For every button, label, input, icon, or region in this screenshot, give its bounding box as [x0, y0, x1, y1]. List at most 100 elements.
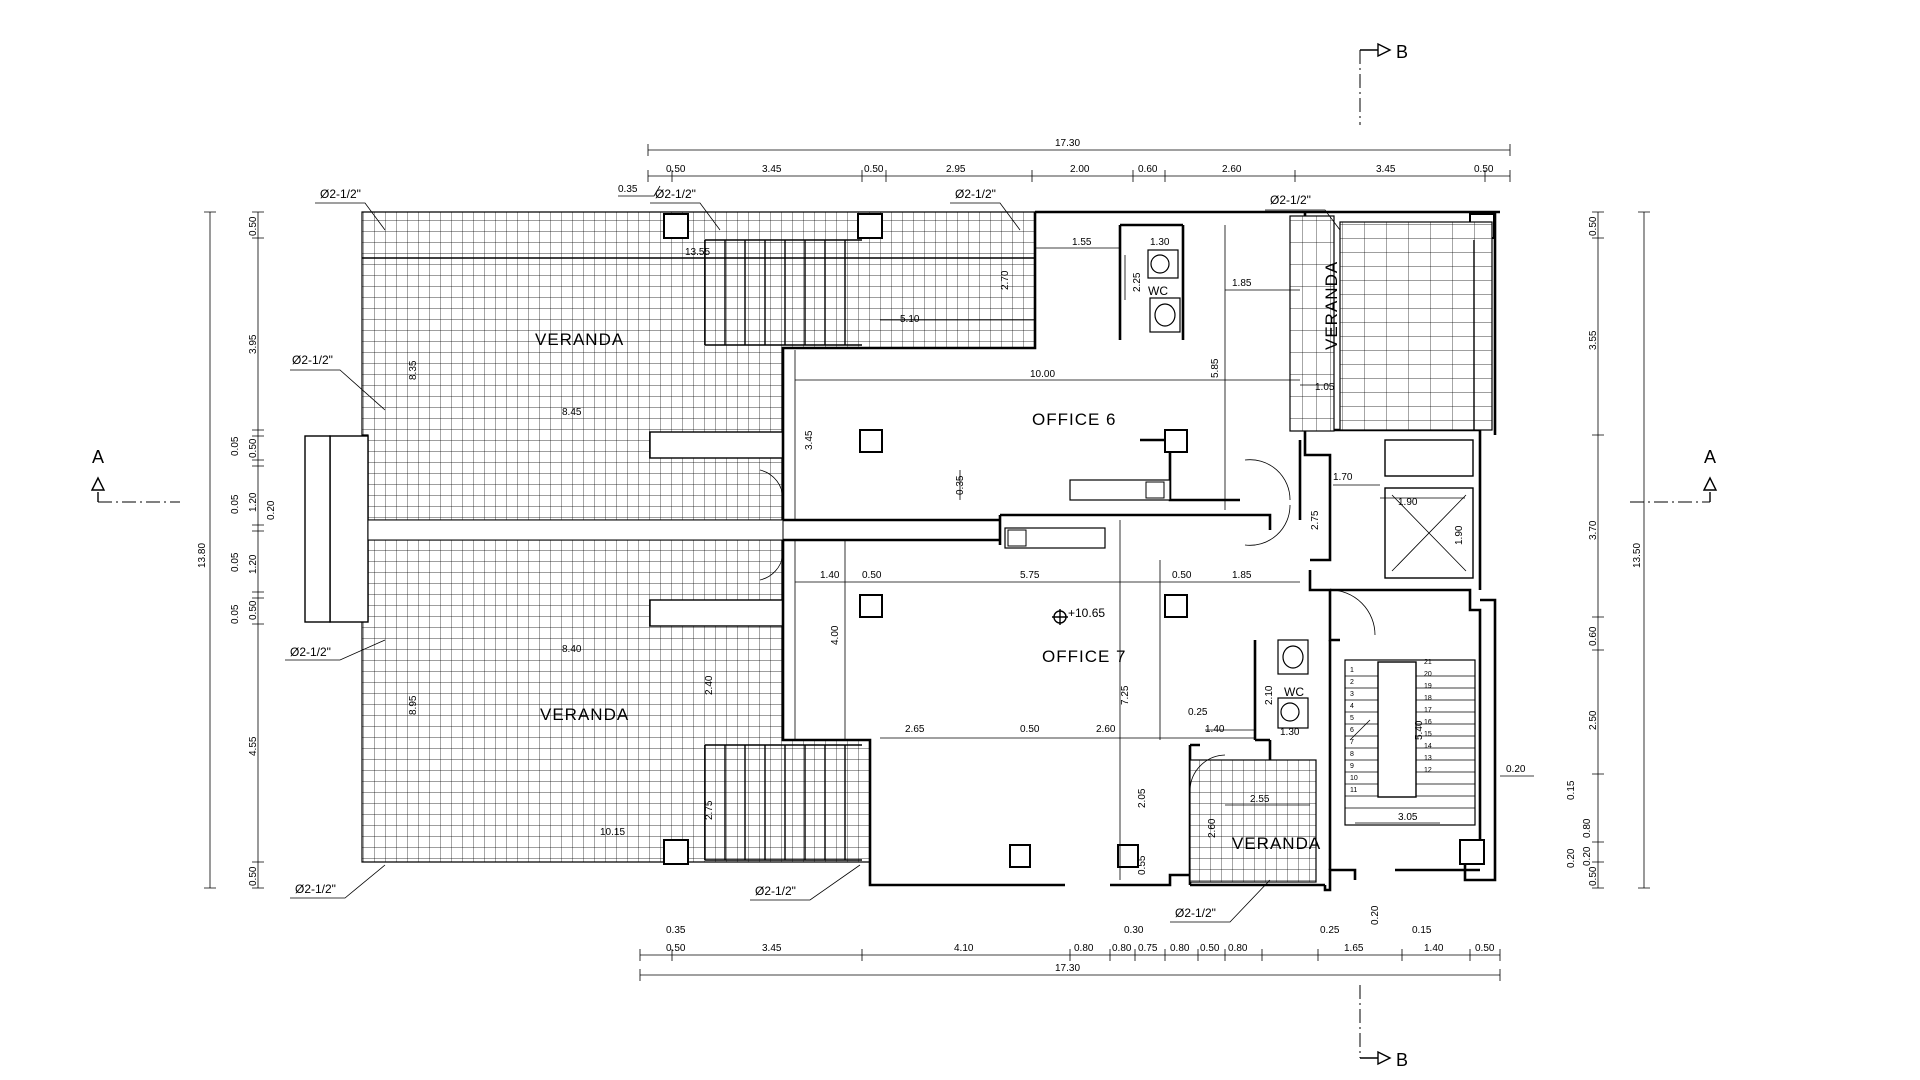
svg-text:0.75: 0.75	[1138, 943, 1158, 954]
drain-label-9: Ø2-1/2"	[1175, 906, 1216, 920]
svg-text:2.50: 2.50	[1588, 710, 1599, 730]
bottom-dimension-chain: 0.50 3.45 4.10 0.80 0.80 0.75 0.80 0.50 …	[639, 925, 1501, 981]
svg-text:8.40: 8.40	[562, 644, 582, 655]
svg-text:0.35: 0.35	[618, 184, 638, 195]
svg-text:13.80: 13.80	[197, 543, 208, 568]
stair-step-number: 9	[1350, 763, 1354, 770]
svg-text:0.15: 0.15	[1412, 925, 1432, 936]
svg-text:1.65: 1.65	[1344, 943, 1364, 954]
svg-text:0.50: 0.50	[248, 438, 259, 458]
svg-text:1.05: 1.05	[1315, 382, 1335, 393]
svg-text:1.20: 1.20	[248, 492, 259, 512]
svg-text:8.95: 8.95	[408, 695, 419, 715]
svg-text:0.05: 0.05	[230, 604, 241, 624]
svg-text:5.75: 5.75	[1020, 570, 1040, 581]
svg-text:0.50: 0.50	[1475, 943, 1495, 954]
svg-text:3.55: 3.55	[1588, 330, 1599, 350]
stair-step-number: 21	[1424, 659, 1432, 666]
svg-text:0.50: 0.50	[666, 164, 686, 175]
room-label-veranda-top-left: VERANDA	[535, 330, 624, 349]
svg-text:2.75: 2.75	[704, 800, 715, 820]
room-label-veranda-bottom-right: VERANDA	[1232, 834, 1321, 853]
svg-text:8.45: 8.45	[562, 407, 582, 418]
svg-text:0.60: 0.60	[1588, 626, 1599, 646]
svg-text:0.80: 0.80	[1228, 943, 1248, 954]
wc-bottom-fixtures	[1277, 639, 1309, 729]
svg-text:7.25: 7.25	[1120, 685, 1131, 705]
svg-text:0.05: 0.05	[230, 494, 241, 514]
svg-text:0.50: 0.50	[1200, 943, 1220, 954]
svg-text:13.55: 13.55	[685, 247, 710, 258]
svg-text:0.80: 0.80	[1074, 943, 1094, 954]
svg-text:5.85: 5.85	[1210, 358, 1221, 378]
svg-text:1.70: 1.70	[1333, 472, 1353, 483]
svg-text:0.50: 0.50	[1588, 866, 1599, 886]
section-label-b-bottom: B	[1396, 1050, 1408, 1070]
top-dimension-chain: 17.30 0.50 3.45 0.50 2.95 2.00 0.60 2.60…	[618, 138, 1511, 197]
drain-label-5: Ø2-1/2"	[292, 353, 333, 367]
svg-text:4.55: 4.55	[248, 736, 259, 756]
svg-text:0.50: 0.50	[248, 866, 259, 886]
svg-text:3.70: 3.70	[1588, 520, 1599, 540]
svg-text:0.20: 0.20	[1370, 905, 1381, 925]
svg-text:1.40: 1.40	[1424, 943, 1444, 954]
svg-text:2.55: 2.55	[1250, 794, 1270, 805]
svg-text:0.50: 0.50	[248, 216, 259, 236]
drain-label-1: Ø2-1/2"	[320, 187, 361, 201]
svg-text:1.30: 1.30	[1150, 237, 1170, 248]
left-dimension-chain: 13.80 0.50 3.95 0.05 0.50 0.05 1.20 0.05…	[197, 211, 277, 889]
svg-text:4.00: 4.00	[830, 625, 841, 645]
svg-text:3.45: 3.45	[762, 164, 782, 175]
svg-text:3.45: 3.45	[1376, 164, 1396, 175]
stair-step-number: 12	[1424, 767, 1432, 774]
svg-text:2.10: 2.10	[1264, 685, 1275, 705]
svg-text:2.05: 2.05	[1137, 788, 1148, 808]
svg-text:1.30: 1.30	[1280, 727, 1300, 738]
svg-text:0.80: 0.80	[1112, 943, 1132, 954]
svg-text:0.50: 0.50	[1020, 724, 1040, 735]
svg-text:1.85: 1.85	[1232, 278, 1252, 289]
room-label-wc-bottom: WC	[1284, 685, 1304, 699]
veranda-tread-bottom	[704, 744, 862, 861]
svg-text:0.30: 0.30	[1124, 925, 1144, 936]
svg-text:2.60: 2.60	[1222, 164, 1242, 175]
svg-text:2.95: 2.95	[946, 164, 966, 175]
svg-text:2.60: 2.60	[1207, 818, 1218, 838]
svg-text:0.50: 0.50	[248, 600, 259, 620]
svg-text:0.05: 0.05	[230, 436, 241, 456]
top-overall-dim: 17.30	[1055, 138, 1080, 149]
room-label-office-7: OFFICE 7	[1042, 647, 1127, 666]
stair-step-number: 8	[1350, 751, 1354, 758]
stair-step-number: 14	[1424, 743, 1432, 750]
drain-label-4: Ø2-1/2"	[1270, 193, 1311, 207]
svg-text:10.15: 10.15	[600, 827, 625, 838]
stair-step-number: 18	[1424, 695, 1432, 702]
veranda-top-left-area	[361, 211, 1036, 521]
section-label-a-right: A	[1704, 447, 1716, 467]
section-label-b-top: B	[1396, 42, 1408, 62]
svg-text:1.40: 1.40	[820, 570, 840, 581]
svg-text:0.55: 0.55	[1137, 855, 1148, 875]
svg-text:3.45: 3.45	[762, 943, 782, 954]
svg-text:0.20: 0.20	[1582, 846, 1593, 866]
svg-text:0.20: 0.20	[1506, 764, 1526, 775]
level-marker: +10.65	[1052, 606, 1105, 625]
stair-step-number: 1	[1350, 667, 1354, 674]
svg-text:3.45: 3.45	[804, 430, 815, 450]
door-swings	[759, 459, 1376, 791]
stair-step-number: 7	[1350, 739, 1354, 746]
svg-text:0.05: 0.05	[230, 552, 241, 572]
drain-label-8: Ø2-1/2"	[755, 884, 796, 898]
svg-text:1.85: 1.85	[1232, 570, 1252, 581]
svg-text:2.65: 2.65	[905, 724, 925, 735]
interior-dimension-lines	[794, 225, 1465, 880]
svg-text:1.90: 1.90	[1398, 497, 1418, 508]
svg-text:0.35: 0.35	[666, 925, 686, 936]
stair-step-number: 4	[1350, 703, 1354, 710]
stair-step-number: 15	[1424, 731, 1432, 738]
stair-step-number: 19	[1424, 683, 1432, 690]
level-marker-text: +10.65	[1068, 606, 1105, 620]
stair-step-number: 3	[1350, 691, 1354, 698]
svg-text:0.25: 0.25	[1188, 707, 1208, 718]
